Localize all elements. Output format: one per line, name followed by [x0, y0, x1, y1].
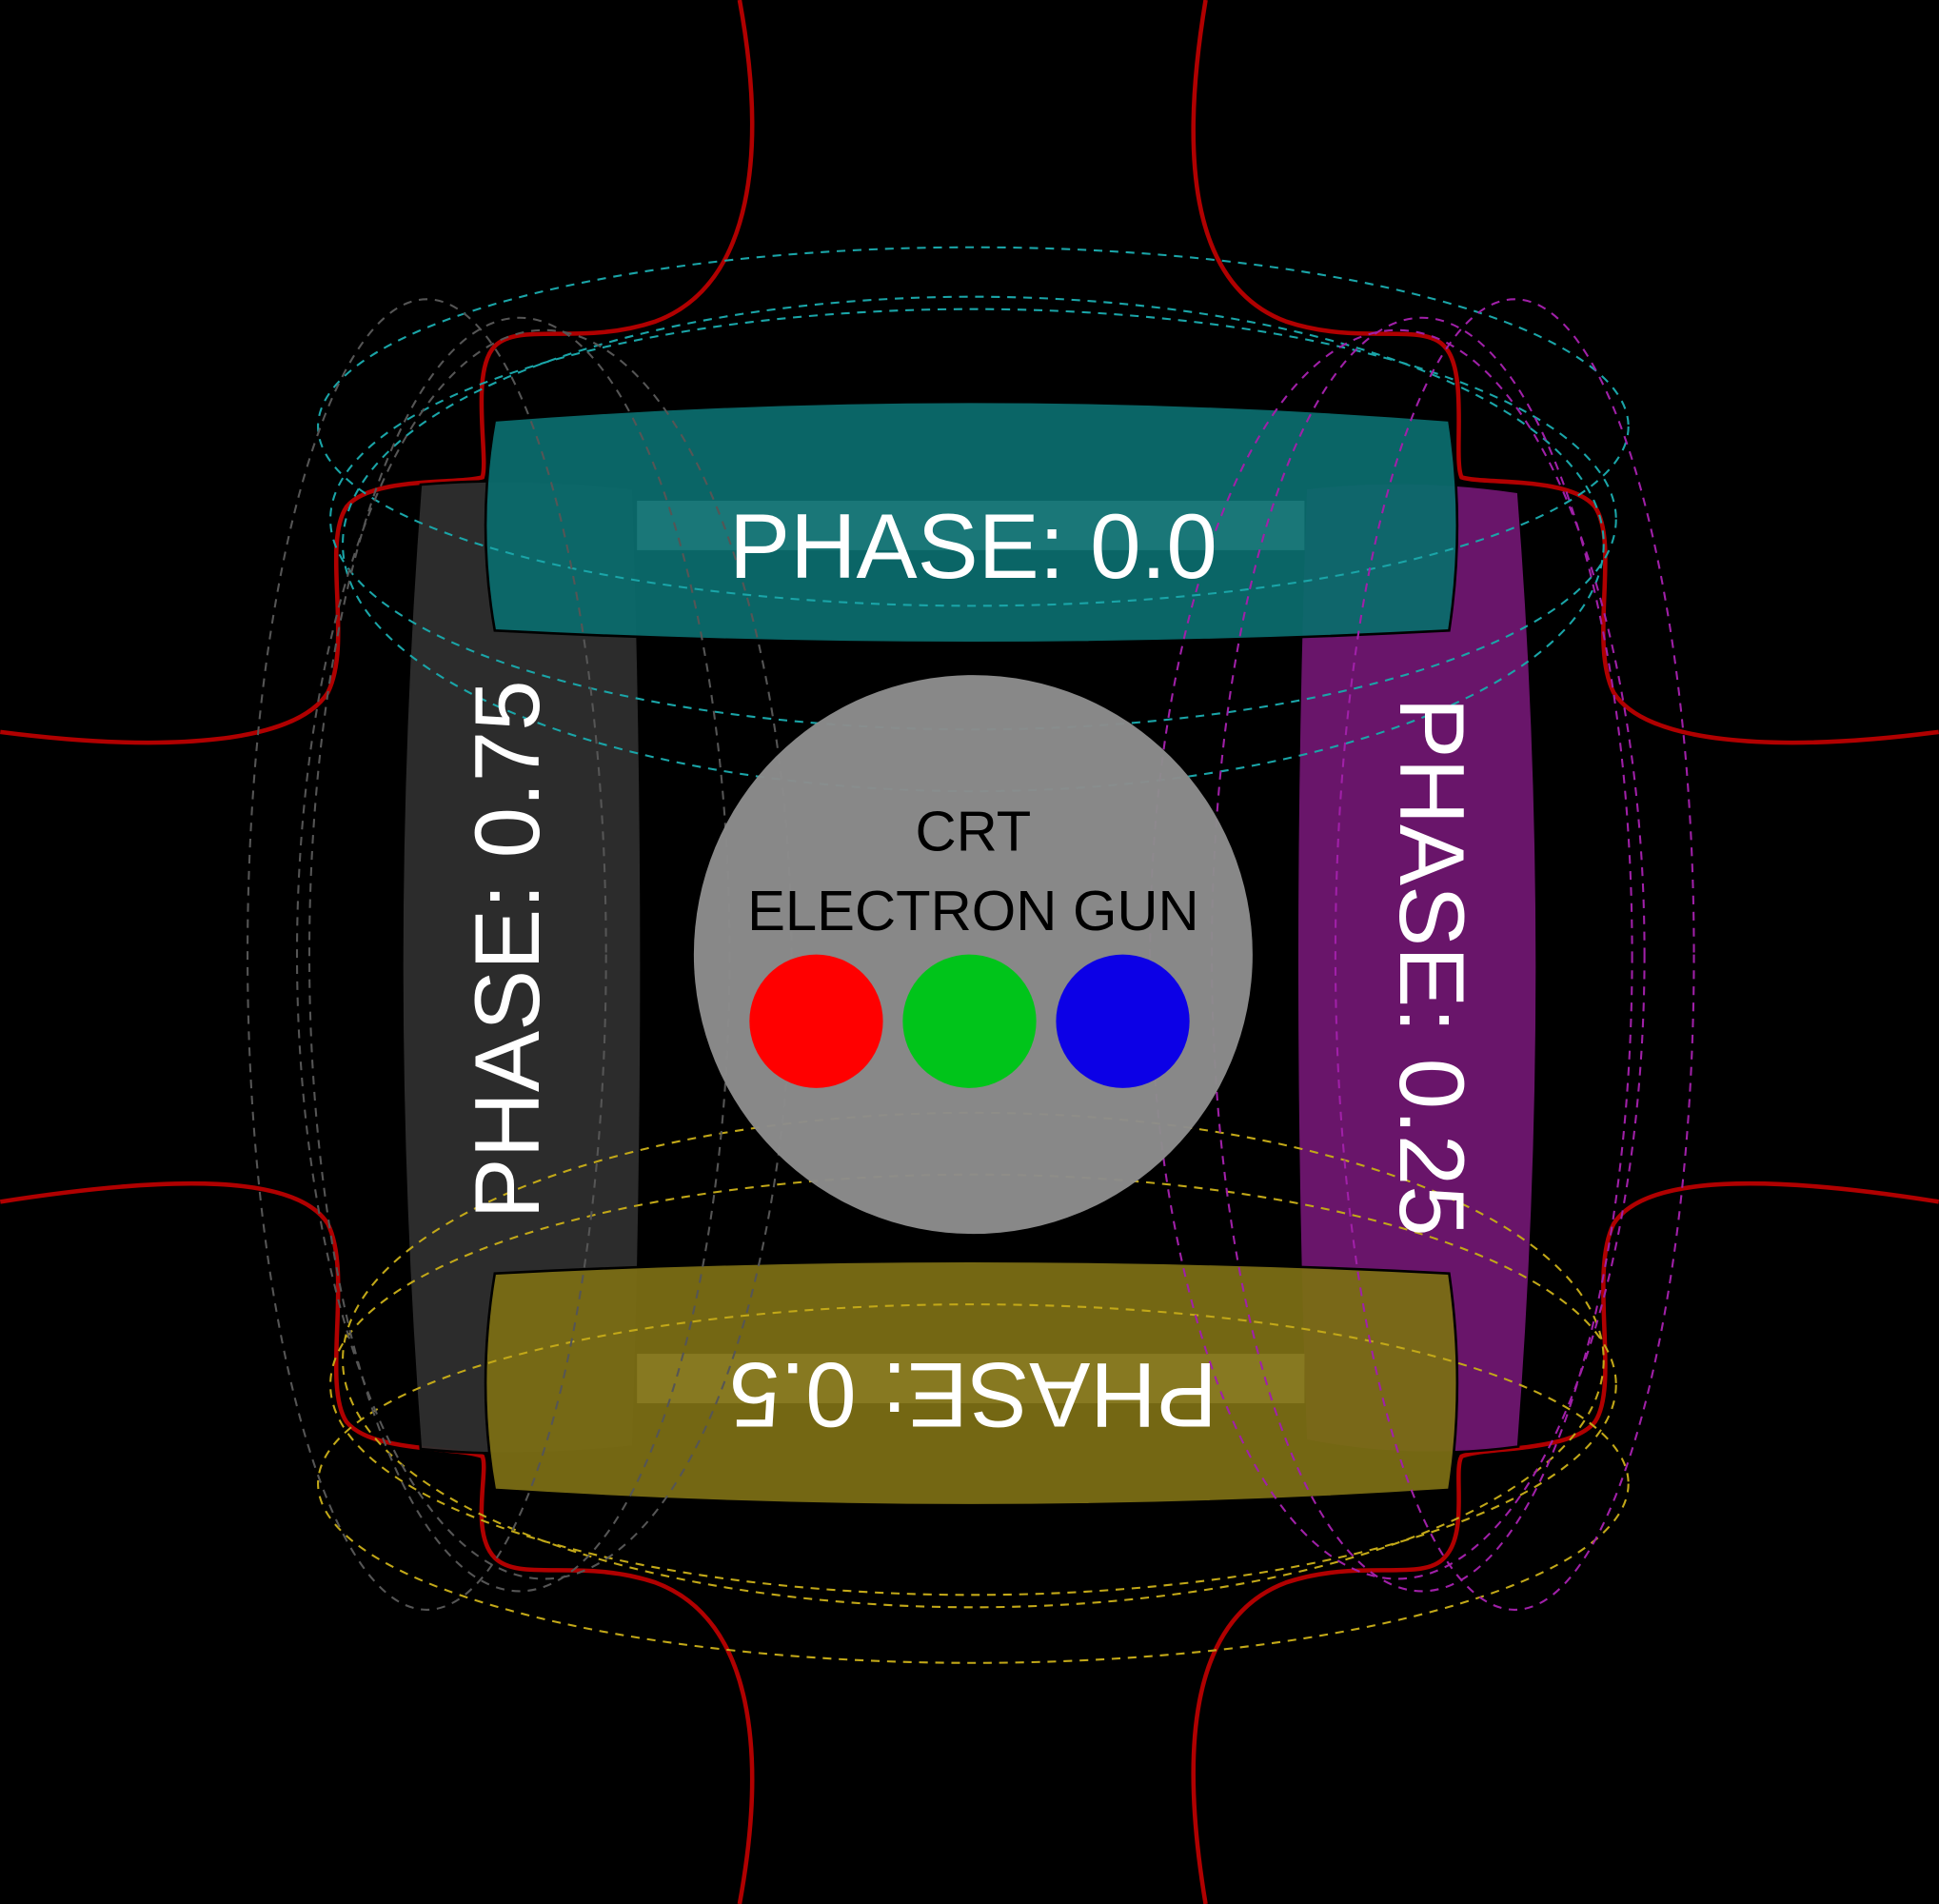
electron-gun-body [693, 675, 1253, 1235]
coil-top-label: PHASE: 0.0 [729, 496, 1217, 598]
blue-gun [1056, 954, 1190, 1088]
field-line-bottom-left [0, 1180, 755, 1904]
coil-top-highlight [637, 500, 1305, 550]
gun-label-line2: ELECTRON GUN [747, 879, 1199, 942]
field-line-top-left [0, 0, 755, 745]
field-line-top-right [1191, 0, 1939, 745]
field-line-bottom-right [1191, 1180, 1939, 1904]
green-gun [902, 954, 1037, 1088]
red-gun [749, 954, 883, 1088]
coil-bottom-label: PHASE: 0.5 [729, 1343, 1217, 1445]
coil-bottom-highlight [637, 1354, 1305, 1404]
coil-left-label: PHASE: 0.75 [457, 680, 559, 1219]
gun-label-line1: CRT [916, 800, 1032, 863]
coil-right-label: PHASE: 0.25 [1380, 697, 1482, 1236]
